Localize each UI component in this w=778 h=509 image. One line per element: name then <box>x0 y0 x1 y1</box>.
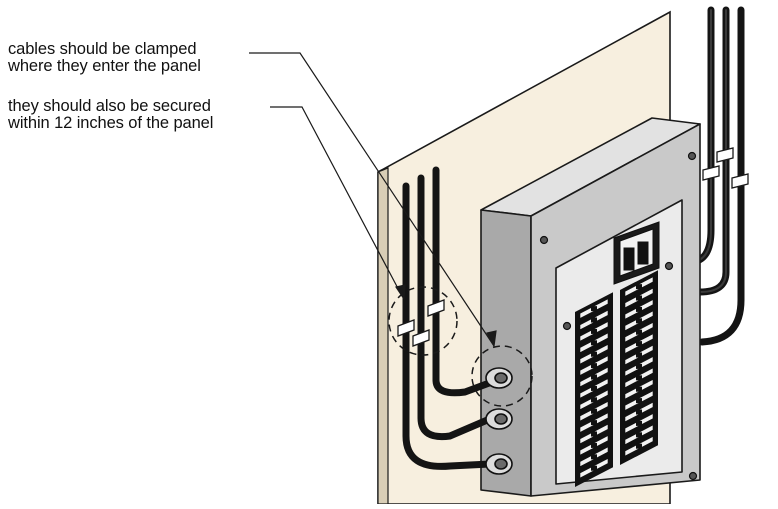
breaker-toggle <box>636 363 642 369</box>
breaker-toggle <box>591 328 597 334</box>
callout-secure-text: they should also be secured within 12 in… <box>8 98 213 132</box>
leader-line-2 <box>270 106 403 297</box>
breaker-toggle <box>591 465 597 471</box>
breaker-toggle <box>636 329 642 335</box>
connector-highlight-circle <box>471 345 533 407</box>
breaker-toggle <box>636 409 642 415</box>
right-cable-clamps <box>702 147 749 189</box>
breaker-toggle <box>591 442 597 448</box>
callout-1-line-1: cables should be clamped <box>8 40 197 58</box>
breaker-toggle <box>591 420 597 426</box>
callout-1-line-2: where they enter the panel <box>8 57 201 75</box>
breaker-toggle <box>636 375 642 381</box>
callout-clamp-text: cables should be clamped where they ente… <box>8 41 201 75</box>
cable-clamp-icon <box>716 147 734 163</box>
breaker-toggle <box>591 431 597 437</box>
leader-arrow-1 <box>486 330 497 348</box>
screw-icon <box>687 151 697 161</box>
breaker-toggle <box>591 454 597 460</box>
breaker-toggle <box>636 284 642 290</box>
breaker-toggle <box>636 420 642 426</box>
breaker-toggle <box>636 352 642 358</box>
cable-clamp-icon <box>397 319 415 337</box>
breaker-toggle <box>636 432 642 438</box>
leader-arrow-2 <box>395 284 406 301</box>
knockout-connectors <box>485 367 513 475</box>
breaker-toggle <box>591 374 597 380</box>
cable-clamp-icon <box>427 299 445 317</box>
left-cable-clamps <box>397 299 445 347</box>
cable-clamp-icon <box>702 165 720 181</box>
panel-side <box>480 209 532 497</box>
cable-clamp-icon <box>412 329 430 347</box>
callout-2-line-1: they should also be secured <box>8 97 211 115</box>
breaker-toggle <box>636 306 642 312</box>
screw-icon <box>562 321 572 331</box>
main-breaker-icon <box>613 221 660 285</box>
breaker-toggle <box>591 317 597 323</box>
panel-screws <box>539 151 698 481</box>
breaker-toggle <box>636 398 642 404</box>
screw-icon <box>539 235 549 245</box>
leader-lines <box>249 52 497 348</box>
breaker-toggle <box>591 385 597 391</box>
knockout-connector-icon <box>485 453 513 475</box>
breaker-toggle <box>591 351 597 357</box>
breaker-toggle <box>636 295 642 301</box>
clamp-highlight-circle <box>388 286 458 356</box>
highlight-circles <box>388 286 533 407</box>
leader-line-1 <box>249 52 495 347</box>
breaker-toggle <box>591 363 597 369</box>
callout-2-line-2: within 12 inches of the panel <box>8 114 214 132</box>
knockout-connector-icon <box>485 408 513 430</box>
screw-icon <box>664 261 674 271</box>
breaker-columns <box>575 270 658 487</box>
left-cables <box>402 166 496 470</box>
screw-icon <box>688 471 698 481</box>
breaker-toggle <box>591 306 597 312</box>
cable-clamp-icon <box>731 173 749 189</box>
breaker-toggle <box>636 341 642 347</box>
breaker-toggle <box>636 386 642 392</box>
knockout-connector-icon <box>485 367 513 389</box>
breaker-toggle <box>591 340 597 346</box>
breaker-toggle <box>636 318 642 324</box>
breaker-toggle <box>636 443 642 449</box>
breaker-toggle <box>591 408 597 414</box>
breaker-toggle <box>591 397 597 403</box>
